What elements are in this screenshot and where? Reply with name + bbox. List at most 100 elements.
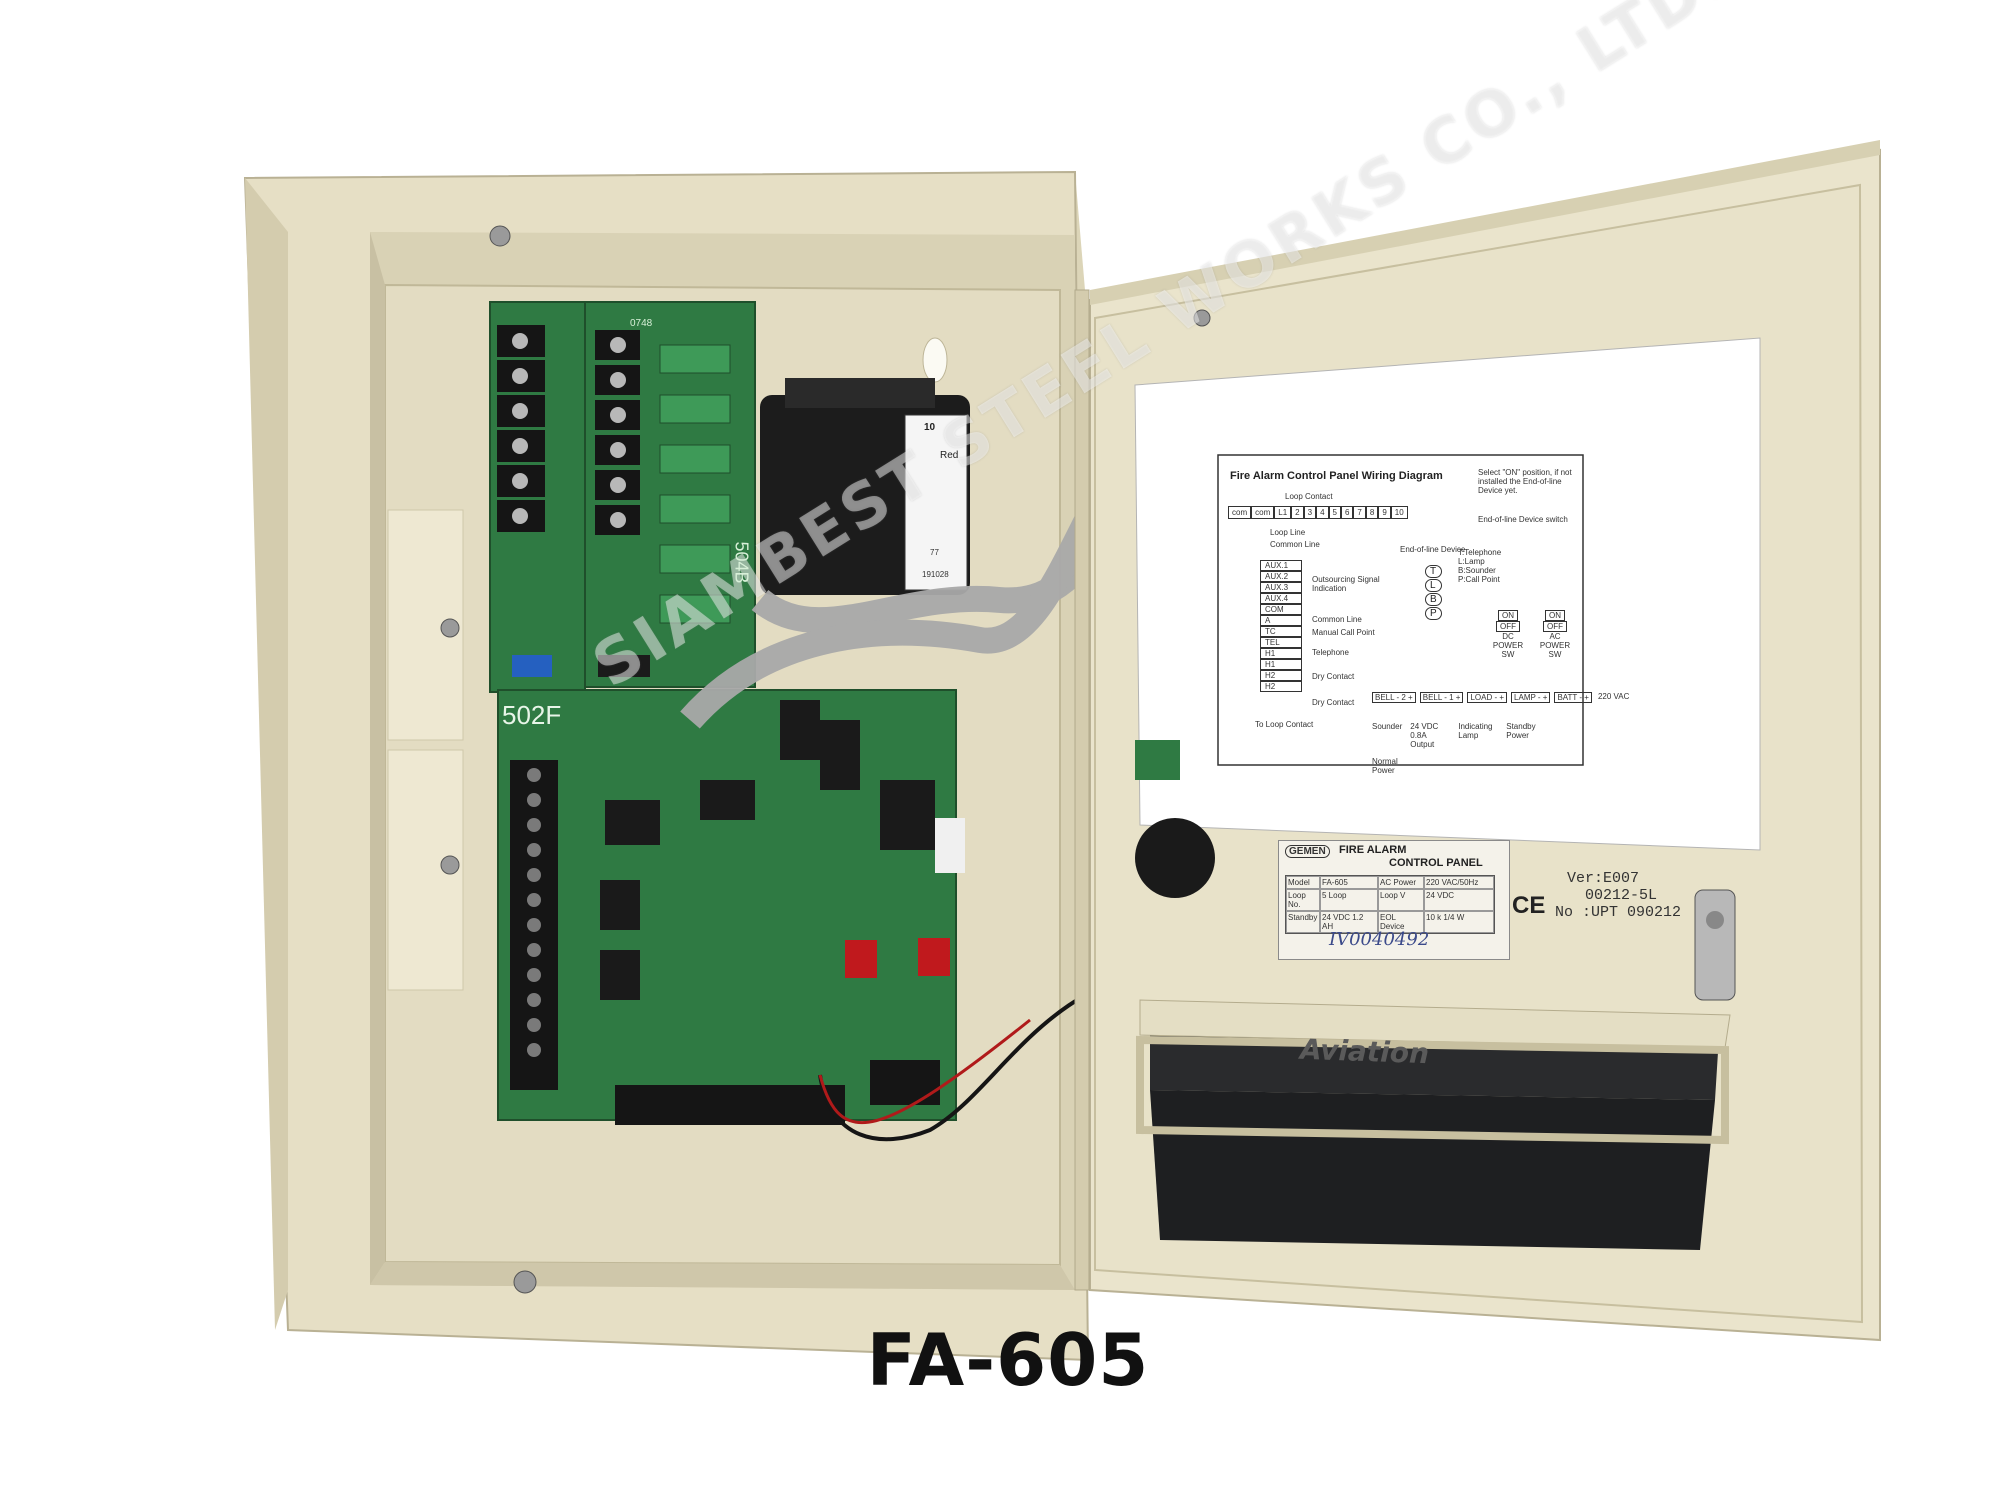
bottom-terminal: LOAD - +: [1467, 692, 1508, 703]
ce-mark: CE: [1512, 892, 1546, 919]
version-sticker: Ver:E007 00212-5L No :UPT 090212: [1555, 870, 1685, 958]
transformer-label-top: 10: [924, 422, 936, 433]
transformer-row-w: 77: [930, 548, 939, 557]
diagram-title: Fire Alarm Control Panel Wiring Diagram: [1230, 470, 1443, 482]
nameplate: GEMEN FIRE ALARM CONTROL PANEL Model FA-…: [1278, 840, 1510, 960]
manual-call-point-label: Manual Call Point: [1312, 628, 1375, 637]
version-line-2: 00212-5L: [1585, 887, 1658, 904]
nameplate-title-1: FIRE ALARM: [1339, 844, 1407, 856]
eol-switch-note: End-of-line Device switch: [1478, 515, 1568, 524]
loop-terminals: com com L1 2 3 4 5 6 7 8 9 10: [1228, 506, 1408, 519]
switch-off: OFF: [1496, 621, 1520, 632]
aux-terminal: H1: [1260, 659, 1302, 670]
loop-terminal: 7: [1353, 506, 1366, 519]
loop-terminal: com: [1228, 506, 1252, 519]
product-caption: FA-605: [866, 1318, 1150, 1402]
nameplate-cell: Standby: [1286, 911, 1320, 933]
common-line-top-label: Common Line: [1270, 540, 1320, 549]
bottom-terminals: BELL - 2 + BELL - 1 + LOAD - + LAMP - + …: [1372, 692, 1631, 703]
bottom-terminal: BELL - 1 +: [1419, 692, 1464, 703]
loop-terminal: 10: [1390, 506, 1408, 519]
version-line-1: Ver:E007: [1567, 870, 1640, 887]
aux-terminal: TEL: [1260, 637, 1302, 648]
transformer: [760, 378, 970, 595]
bottom-caption: 24 VDC 0.8A Output: [1410, 722, 1439, 749]
aux-terminal: AUX.1: [1260, 560, 1302, 571]
device-letter: T: [1425, 565, 1442, 578]
loop-terminal: com: [1251, 506, 1275, 519]
upper-pcb: [489, 301, 756, 693]
bottom-caption: Standby Power: [1506, 722, 1536, 740]
battery-brand: Aviation: [1299, 1032, 1430, 1071]
bottom-caption: Normal Power: [1372, 757, 1398, 775]
bottom-terminal: 220 VAC: [1597, 692, 1630, 701]
device-letter: B: [1425, 593, 1442, 606]
bottom-terminal: BELL - 2 +: [1372, 692, 1416, 703]
nameplate-title-2: CONTROL PANEL: [1389, 857, 1483, 869]
loop-line-label: Loop Line: [1270, 528, 1306, 537]
loop-contact-label: Loop Contact: [1285, 492, 1333, 501]
aux-terminal: H2: [1260, 681, 1302, 692]
bottom-terminal: BATT - +: [1554, 692, 1592, 703]
aux-terminal: TC: [1260, 626, 1302, 637]
enclosure-door: [1074, 140, 1881, 1342]
loop-terminal: 8: [1365, 506, 1379, 519]
nameplate-cell: Model: [1286, 876, 1320, 889]
aux-terminal: COM: [1260, 604, 1302, 615]
bottom-caption: Sounder: [1372, 722, 1403, 731]
aux-terminal: A: [1260, 615, 1302, 626]
version-line-3: No :UPT 090212: [1555, 904, 1682, 921]
switch-label: DC POWER SW: [1492, 632, 1524, 659]
to-loop-contact-label: To Loop Contact: [1255, 720, 1314, 729]
lower-board-label: 502F: [502, 700, 562, 730]
transformer-date: 191028: [922, 570, 949, 579]
legend-item: B:Sounder: [1458, 566, 1496, 575]
device-letters: T L B P: [1425, 565, 1442, 620]
nameplate-cell: AC Power: [1378, 876, 1424, 889]
nameplate-cell: 5 Loop: [1320, 889, 1378, 911]
aux-terminal: AUX.2: [1260, 571, 1302, 582]
end-of-line-device-label: End-of-line Device: [1400, 545, 1466, 554]
upper-board-code: 0748: [630, 318, 653, 329]
device-letter: P: [1425, 607, 1442, 620]
device-legend: T:Telephone L:Lamp B:Sounder P:Call Poin…: [1458, 548, 1501, 584]
telephone-label: Telephone: [1312, 648, 1349, 657]
nameplate-cell: 10 k 1/4 W: [1424, 911, 1494, 933]
bottom-captions: Sounder 24 VDC 0.8A Output Indicating La…: [1372, 722, 1582, 775]
switch-label: AC POWER SW: [1539, 632, 1571, 659]
brand-logo: GEMEN: [1285, 845, 1330, 858]
nameplate-cell: EOL Device: [1378, 911, 1424, 933]
loop-terminal: 4: [1316, 506, 1329, 519]
nameplate-cell: 24 VDC: [1424, 889, 1494, 911]
switch-on: ON: [1498, 610, 1518, 621]
nameplate-cell: Loop V: [1378, 889, 1424, 911]
handwritten-serial: IV0040492: [1329, 929, 1430, 950]
device-letter: L: [1425, 579, 1442, 592]
lower-pcb: [497, 689, 965, 1125]
aux-terminal: H2: [1260, 670, 1302, 681]
switch-on: ON: [1545, 610, 1565, 621]
outsourcing-label: Outsourcing Signal Indication: [1312, 575, 1380, 593]
dry-contact-label: Dry Contact: [1312, 672, 1355, 681]
switch-off: OFF: [1543, 621, 1567, 632]
nameplate-table: Model FA-605 AC Power 220 VAC/50Hz Loop …: [1285, 875, 1495, 934]
legend-item: L:Lamp: [1458, 557, 1485, 566]
nameplate-cell: FA-605: [1320, 876, 1378, 889]
bottom-terminal: LAMP - +: [1511, 692, 1551, 703]
aux-terminal: AUX.3: [1260, 582, 1302, 593]
loop-terminal: 3: [1303, 506, 1317, 519]
aux-terminal: AUX.4: [1260, 593, 1302, 604]
loop-terminal: 6: [1340, 506, 1354, 519]
legend-item: P:Call Point: [1458, 575, 1500, 584]
bottom-caption: Indicating Lamp: [1458, 722, 1493, 740]
nameplate-cell: Loop No.: [1286, 889, 1320, 911]
aux-terminal: H1: [1260, 648, 1302, 659]
loop-terminal: 2: [1291, 506, 1304, 519]
dc-power-switch: ON OFF DC POWER SW: [1488, 610, 1528, 659]
legend-item: T:Telephone: [1458, 548, 1502, 557]
nameplate-cell: 220 VAC/50Hz: [1424, 876, 1494, 889]
upper-board-label: 504B: [731, 541, 752, 584]
common-line-label: Common Line: [1312, 615, 1362, 624]
nameplate-cell: 24 VDC 1.2 AH: [1320, 911, 1378, 933]
